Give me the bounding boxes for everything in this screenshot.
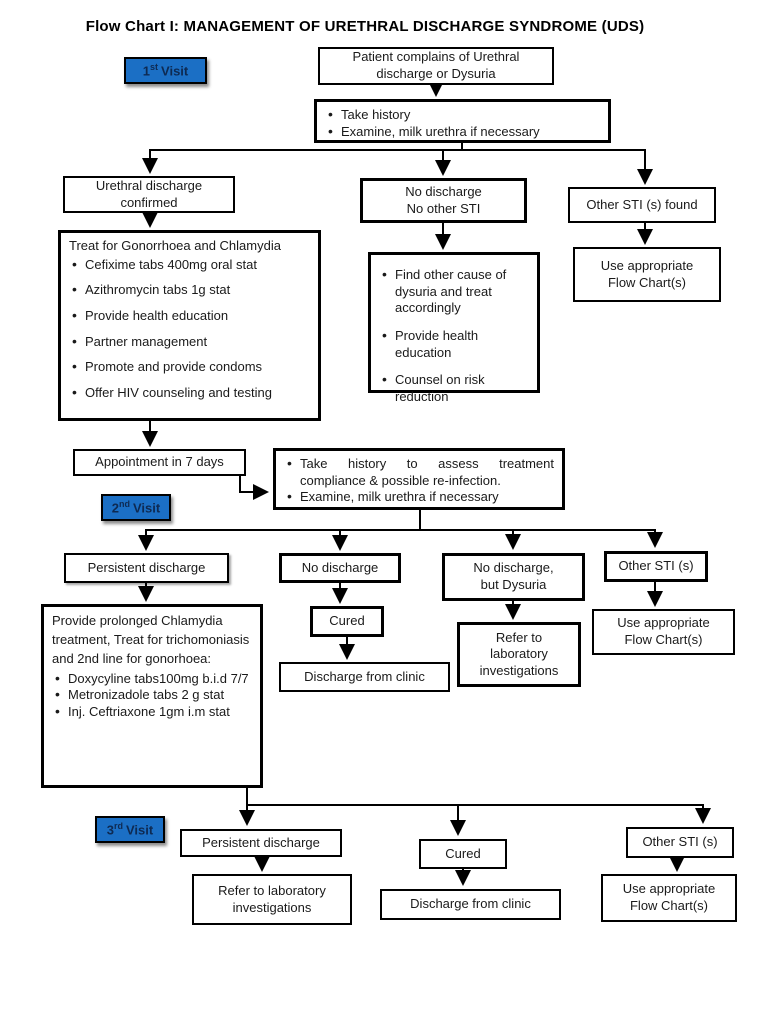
node-prolonged-treatment: Provide prolonged Chlamydia treatment, T… xyxy=(41,604,263,788)
node-persistent-discharge-3: Persistent discharge xyxy=(180,829,342,857)
node-other-sti-found: Other STI (s) found xyxy=(568,187,716,223)
node-no-discharge-2: No discharge xyxy=(279,553,401,583)
node-use-flow-charts-2: Use appropriate Flow Chart(s) xyxy=(592,609,735,655)
node-other-sti-3: Other STI (s) xyxy=(626,827,734,858)
node-find-other-cause: Find other cause of dysuria and treat ac… xyxy=(368,252,540,404)
node-persistent-discharge-2: Persistent discharge xyxy=(64,553,229,583)
node-discharge-from-clinic-3: Discharge from clinic xyxy=(380,889,561,920)
node-refer-laboratory-2: Refer to laboratory investigations xyxy=(457,622,581,687)
node-take-history-2: Take history to assess treatment complia… xyxy=(273,448,565,510)
node-urethral-discharge-confirmed: Urethral discharge confirmed xyxy=(63,176,235,213)
node-cured-2: Cured xyxy=(310,606,384,637)
node-discharge-from-clinic-2: Discharge from clinic xyxy=(279,662,450,692)
node-use-flow-charts-3: Use appropriate Flow Chart(s) xyxy=(601,874,737,922)
node-refer-laboratory-3: Refer to laboratory investigations xyxy=(192,874,352,925)
node-treat-gonorrhoea-chlamydia: Treat for Gonorrhoea and Chlamydia Cefix… xyxy=(58,230,321,421)
node-cured-3: Cured xyxy=(419,839,507,869)
node-no-discharge-but-dysuria: No discharge, but Dysuria xyxy=(442,553,585,601)
node-use-flow-charts-1: Use appropriate Flow Chart(s) xyxy=(573,247,721,302)
node-no-discharge-no-other-sti: No discharge No other STI xyxy=(360,178,527,223)
node-patient-complains: Patient complains of Urethral discharge … xyxy=(318,47,554,85)
page-title: Flow Chart I: MANAGEMENT OF URETHRAL DIS… xyxy=(85,18,645,35)
node-other-sti-2: Other STI (s) xyxy=(604,551,708,582)
node-appointment-7-days: Appointment in 7 days xyxy=(73,449,246,476)
node-take-history-1: Take history Examine, milk urethra if ne… xyxy=(314,99,611,143)
